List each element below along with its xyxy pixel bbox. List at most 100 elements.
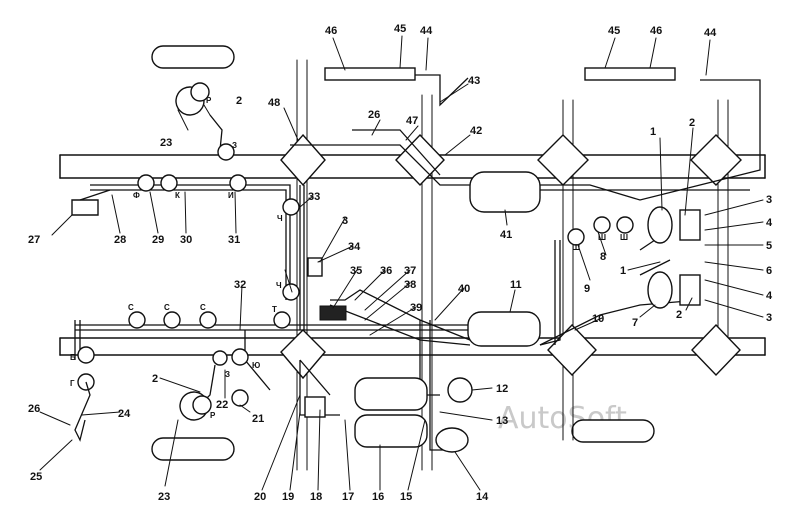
- callout-45: 45: [608, 25, 620, 37]
- callout-42: 42: [470, 125, 482, 137]
- callout-23: 23: [158, 491, 170, 503]
- callout-29: 29: [152, 234, 164, 246]
- callout-17: 17: [342, 491, 354, 503]
- callout-20: 20: [254, 491, 266, 503]
- callouts: 46 45 44 45 46 44 43 48 26 47 42 2 23 1 …: [28, 23, 773, 503]
- marker-Ch: Ч: [277, 214, 283, 223]
- marker-I: И: [228, 191, 234, 200]
- marker-Sh: Ш: [598, 233, 606, 242]
- marker-Z: З: [225, 370, 230, 379]
- callout-6: 6: [766, 265, 772, 277]
- marker-F: Ф: [133, 191, 140, 200]
- callout-26: 26: [368, 109, 380, 121]
- gusset: [395, 133, 445, 187]
- marker-Sh: Ш: [572, 243, 580, 252]
- pipes: [74, 74, 761, 451]
- callout-37: 37: [404, 265, 416, 277]
- wheel-rear-right: [571, 419, 655, 443]
- marker-Yu: Ю: [252, 361, 260, 370]
- coupling-27: [71, 199, 99, 216]
- callout-46: 46: [650, 25, 662, 37]
- callout-21: 21: [252, 413, 264, 425]
- gauge-C3: [199, 311, 217, 329]
- spring-chamber-7: [647, 271, 673, 309]
- gauge-Sh1: [567, 228, 585, 246]
- callout-19: 19: [282, 491, 294, 503]
- gauge-Sh2: [593, 216, 611, 234]
- tank-41: [469, 171, 541, 213]
- callout-32: 32: [234, 279, 246, 291]
- callout-9: 9: [584, 283, 590, 295]
- callout-12: 12: [496, 383, 508, 395]
- callout-38: 38: [404, 279, 416, 291]
- valve-21: [231, 389, 249, 407]
- frame-rail-bottom: [59, 337, 766, 356]
- callout-31: 31: [228, 234, 240, 246]
- marker-Sh: Ш: [620, 233, 628, 242]
- gauge-C1: [128, 311, 146, 329]
- marker-P: Р: [210, 411, 216, 420]
- gusset: [691, 323, 741, 377]
- marker-T: Т: [272, 305, 277, 314]
- callout-41: 41: [500, 229, 512, 241]
- wheel-front-right: [151, 437, 235, 461]
- gusset: [690, 134, 742, 186]
- fitting-Z2: [212, 350, 228, 366]
- gusset: [280, 329, 326, 380]
- callout-4: 4: [766, 290, 773, 302]
- callout-39: 39: [410, 302, 422, 314]
- air-tanks: [354, 171, 541, 453]
- callout-28: 28: [114, 234, 126, 246]
- marker-C: С: [200, 303, 206, 312]
- callout-44: 44: [704, 27, 717, 39]
- marker-Z: З: [232, 141, 237, 150]
- callout-34: 34: [348, 241, 361, 253]
- marker-Ch: Ч: [276, 281, 282, 290]
- callout-30: 30: [180, 234, 192, 246]
- gauge-Yu: [231, 348, 249, 366]
- callout-26: 26: [28, 403, 40, 415]
- callout-48: 48: [268, 97, 280, 109]
- gauge-I: [229, 174, 247, 192]
- valve-19: [304, 396, 326, 418]
- callout-45: 45: [394, 23, 406, 35]
- callout-46: 46: [325, 25, 337, 37]
- tank-11: [467, 311, 541, 347]
- gauge-K: [160, 174, 178, 192]
- marker-P: Р: [206, 96, 212, 105]
- valve-block-46-45-left: [324, 67, 416, 81]
- cross-member-4: [717, 99, 729, 351]
- marker-C: С: [128, 303, 134, 312]
- marker-C: С: [164, 303, 170, 312]
- compressor-14: [435, 427, 469, 453]
- gauge-F: [137, 174, 155, 192]
- callout-2: 2: [689, 117, 695, 129]
- callout-43: 43: [468, 75, 480, 87]
- wheel-front-left: [151, 45, 235, 69]
- callout-24: 24: [118, 408, 131, 420]
- tank-12: [447, 377, 473, 403]
- callout-2: 2: [236, 95, 242, 107]
- marker-K: К: [175, 191, 180, 200]
- valve-block-45-46-right: [584, 67, 676, 81]
- callout-27: 27: [28, 234, 40, 246]
- gusset: [280, 133, 326, 187]
- marker-G: Г: [70, 379, 75, 388]
- callout-8: 8: [600, 251, 606, 263]
- spring-chamber-1-upper: [647, 206, 673, 244]
- callout-14: 14: [476, 491, 489, 503]
- fitting-Z: [217, 143, 235, 161]
- frame: [59, 59, 766, 471]
- callout-16: 16: [372, 491, 384, 503]
- callout-35: 35: [350, 265, 362, 277]
- callout-13: 13: [496, 415, 508, 427]
- gauge-Ch2: [282, 283, 300, 301]
- callout-10: 10: [592, 313, 604, 325]
- valve-34: [307, 257, 323, 277]
- callout-7: 7: [632, 317, 638, 329]
- brake-chambers: [175, 82, 701, 421]
- valves: [71, 67, 676, 442]
- callout-33: 33: [308, 191, 320, 203]
- callout-2: 2: [152, 373, 158, 385]
